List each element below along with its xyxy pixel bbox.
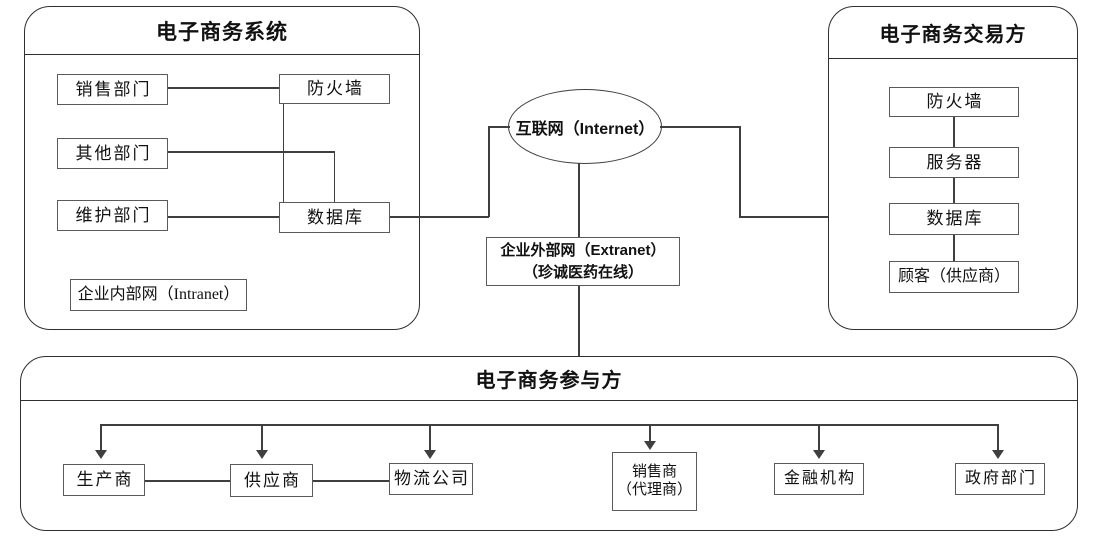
node-maintenance-department: 维护部门	[57, 200, 168, 231]
connector-database-left-out	[390, 216, 489, 218]
connector-database-to-customer	[953, 235, 955, 261]
node-firewall-left: 防火墙	[279, 74, 390, 104]
connector-producer-to-supplier	[145, 480, 230, 482]
arrow-line-producer	[100, 424, 102, 450]
arrow-line-supplier	[261, 424, 263, 450]
connector-internet-to-right-elbow	[660, 126, 740, 128]
connector-extranet-to-participants	[578, 286, 580, 356]
node-seller-line1: 销售商	[631, 464, 677, 481]
arrow-down-icon	[644, 441, 656, 450]
connector-right-elbow-to-database	[739, 216, 889, 218]
arrow-down-icon	[992, 450, 1004, 459]
participants-bus-line	[100, 424, 998, 426]
node-customer-supplier: 顾客（供应商）	[889, 261, 1019, 293]
node-supplier: 供应商	[230, 464, 313, 497]
node-extranet-line2: （珍诚医药在线）	[522, 263, 643, 281]
connector-other-horizontal	[168, 151, 335, 153]
arrow-line-seller	[649, 424, 651, 441]
node-logistics-company: 物流公司	[389, 463, 473, 495]
node-firewall-right: 防火墙	[889, 87, 1019, 117]
node-seller-agent: 销售商 （代理商）	[612, 452, 697, 511]
connector-supplier-to-logistics	[313, 480, 389, 482]
node-other-departments: 其他部门	[57, 138, 168, 169]
node-extranet-line1: 企业外部网（Extranet）	[500, 241, 666, 259]
connector-other-vertical	[333, 151, 336, 202]
arrow-down-icon	[424, 450, 436, 459]
connector-maintenance-to-database	[168, 216, 279, 218]
connector-right-elbow-vertical	[739, 126, 741, 217]
panel-participants-title: 电子商务参与方	[21, 357, 1077, 401]
node-internet: 互联网（Internet）	[508, 89, 662, 164]
connector-internet-to-extranet	[578, 163, 580, 237]
node-government-department: 政府部门	[955, 463, 1045, 495]
connector-sales-to-firewall	[168, 87, 279, 89]
node-producer: 生产商	[63, 464, 145, 496]
node-intranet: 企业内部网（Intranet）	[70, 279, 247, 311]
node-financial-institution: 金融机构	[774, 463, 864, 495]
connector-left-elbow-to-internet	[488, 126, 510, 128]
connector-firewall-to-database	[282, 104, 285, 202]
arrow-line-logistics	[429, 424, 431, 450]
node-server: 服务器	[889, 147, 1019, 178]
node-sales-department: 销售部门	[57, 74, 168, 105]
arrow-line-finance	[818, 424, 820, 450]
connector-left-elbow-vertical	[488, 126, 490, 217]
connector-firewall-to-server	[953, 117, 955, 147]
node-database-right: 数据库	[889, 203, 1019, 235]
arrow-down-icon	[95, 450, 107, 459]
panel-trading-party-title: 电子商务交易方	[829, 7, 1077, 59]
panel-ecommerce-system-title: 电子商务系统	[25, 7, 419, 55]
arrow-down-icon	[256, 450, 268, 459]
arrow-down-icon	[813, 450, 825, 459]
node-seller-line2: （代理商）	[616, 481, 692, 498]
arrow-line-government	[997, 424, 999, 450]
panel-participants: 电子商务参与方	[20, 356, 1078, 531]
node-extranet: 企业外部网（Extranet） （珍诚医药在线）	[486, 237, 680, 286]
connector-server-to-database	[953, 178, 955, 203]
node-database-left: 数据库	[279, 202, 390, 233]
